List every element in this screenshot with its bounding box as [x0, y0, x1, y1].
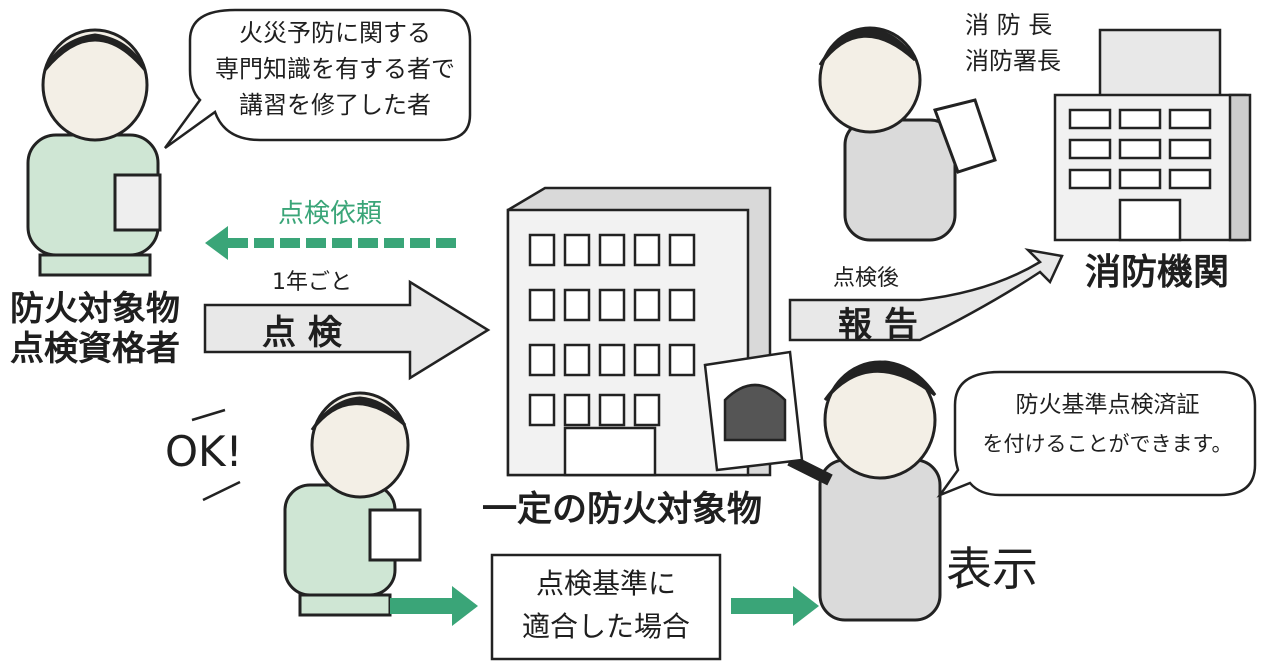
speech-inspector-line-1: 火災予防に関する: [239, 19, 431, 47]
display-label: 表示: [946, 542, 1038, 596]
request-label: 点検依頼: [278, 199, 383, 229]
official-figure: [818, 26, 997, 242]
criteria-line-2: 適合した場合: [521, 610, 690, 643]
owner-figure: [787, 360, 942, 622]
fire-chief-title-2: 消防署長: [965, 47, 1061, 75]
speech-bubble-owner: [936, 370, 1257, 498]
speech-owner-line-1: 防火基準点検済証: [1015, 392, 1200, 418]
after-inspection-label: 点検後: [833, 266, 900, 291]
inspector-title-line-2: 点検資格者: [10, 329, 180, 369]
building-label: 一定の防火対象物: [482, 490, 763, 530]
criteria-line-1: 点検基準に: [535, 567, 676, 600]
yearly-label: 1年ごと: [272, 270, 352, 295]
speech-owner-line-2: を付けることができます。: [982, 432, 1233, 456]
request-arrow: [205, 226, 462, 260]
speech-inspector-line-3: 講習を修了した者: [239, 91, 431, 119]
fire-chief-title-1: 消 防 長: [965, 11, 1053, 39]
inspector-title-line-1: 防火対象物: [10, 289, 180, 329]
inspection-label: 点 検: [262, 313, 342, 353]
report-label: 報 告: [838, 305, 918, 345]
inspector-figure: [26, 28, 162, 277]
report-arrow: [788, 248, 1064, 342]
criteria-box: [490, 553, 722, 661]
checking-inspector-figure: [283, 391, 422, 617]
fire-agency-label: 消防機関: [1085, 252, 1230, 293]
ok-label: OK!: [165, 427, 243, 476]
certificate-sign: [703, 350, 804, 472]
inspection-arrow: [203, 279, 491, 381]
fire-station-illustration: [1053, 28, 1252, 242]
building-illustration: [506, 186, 772, 477]
speech-inspector-line-2: 専門知識を有する者で: [215, 55, 455, 83]
speech-bubble-inspector: [163, 8, 472, 150]
green-arrows: [390, 586, 819, 626]
ok-emphasis-lines: [191, 408, 241, 502]
